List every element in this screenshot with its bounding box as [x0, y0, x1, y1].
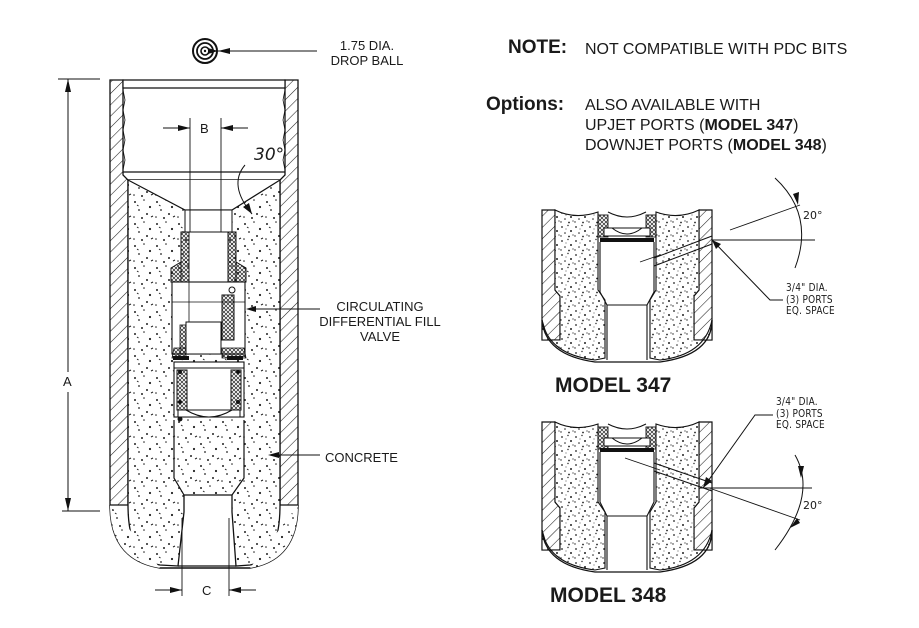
- detail-348-angle-label: 20°: [803, 499, 823, 512]
- detail-347-angle-label: 20°: [803, 209, 823, 222]
- dimension-b-line: [163, 118, 248, 232]
- detail-348-title: MODEL 348: [550, 584, 667, 607]
- options-line-3-suffix: ): [821, 137, 827, 154]
- valve-label-line1: CIRCULATING: [336, 299, 424, 314]
- dimension-c-line: [155, 518, 256, 596]
- detail-348-port-line1: 3/4" DIA.: [776, 396, 818, 408]
- options-line-3-prefix: DOWNJET PORTS (: [585, 137, 733, 154]
- drop-ball-label: 1.75 DIA. DROP BALL: [322, 38, 412, 68]
- valve-label: CIRCULATING DIFFERENTIAL FILL VALVE: [305, 299, 455, 344]
- dimension-b-label: B: [200, 121, 209, 136]
- detail-348-port-line3: EQ. SPACE: [776, 419, 825, 431]
- shoe-body: [109, 79, 299, 569]
- concrete-label: CONCRETE: [325, 450, 398, 465]
- options-model-348-ref: MODEL 348: [732, 137, 822, 154]
- valve-label-line2: DIFFERENTIAL FILL: [319, 314, 441, 329]
- drop-ball-icon: [192, 38, 218, 64]
- options-heading: Options:: [486, 94, 565, 115]
- valve-label-line3: VALVE: [360, 329, 400, 344]
- dimension-a-line: [58, 78, 100, 512]
- options-model-347-ref: MODEL 347: [704, 117, 794, 134]
- options-line-3: DOWNJET PORTS (MODEL 348): [585, 137, 827, 155]
- detail-348-port-label: 3/4" DIA. (3) PORTS EQ. SPACE: [776, 396, 825, 432]
- note-heading: NOTE:: [508, 37, 568, 58]
- detail-347-port-label: 3/4" DIA. (3) PORTS EQ. SPACE: [786, 282, 835, 318]
- drop-ball-label-line2: DROP BALL: [330, 53, 404, 68]
- options-line-2-suffix: ): [793, 117, 799, 134]
- detail-347-port-line3: EQ. SPACE: [786, 305, 835, 317]
- taper-angle-arc: [237, 164, 253, 215]
- concrete-leader: [268, 452, 320, 458]
- options-line-1: ALSO AVAILABLE WITH: [585, 97, 761, 114]
- taper-angle-label: 30°: [254, 145, 285, 165]
- drop-ball-arrowhead: [218, 48, 230, 54]
- detail-347-port-line2: (3) PORTS: [786, 293, 833, 306]
- detail-347-port-line1: 3/4" DIA.: [786, 282, 828, 294]
- valve-leader: [246, 306, 320, 312]
- options-line-2: UPJET PORTS (MODEL 347): [585, 117, 798, 135]
- options-line-2-prefix: UPJET PORTS (: [585, 117, 705, 134]
- dimension-c-label: C: [202, 583, 212, 598]
- detail-348-port-line2: (3) PORTS: [776, 407, 823, 420]
- note-text: NOT COMPATIBLE WITH PDC BITS: [585, 41, 848, 58]
- detail-347-drawing: [541, 177, 815, 363]
- detail-347-title: MODEL 347: [555, 374, 672, 397]
- dimension-a-label: A: [63, 374, 72, 389]
- drop-ball-label-line1: 1.75 DIA.: [339, 38, 395, 53]
- detail-348-drawing: [541, 414, 812, 573]
